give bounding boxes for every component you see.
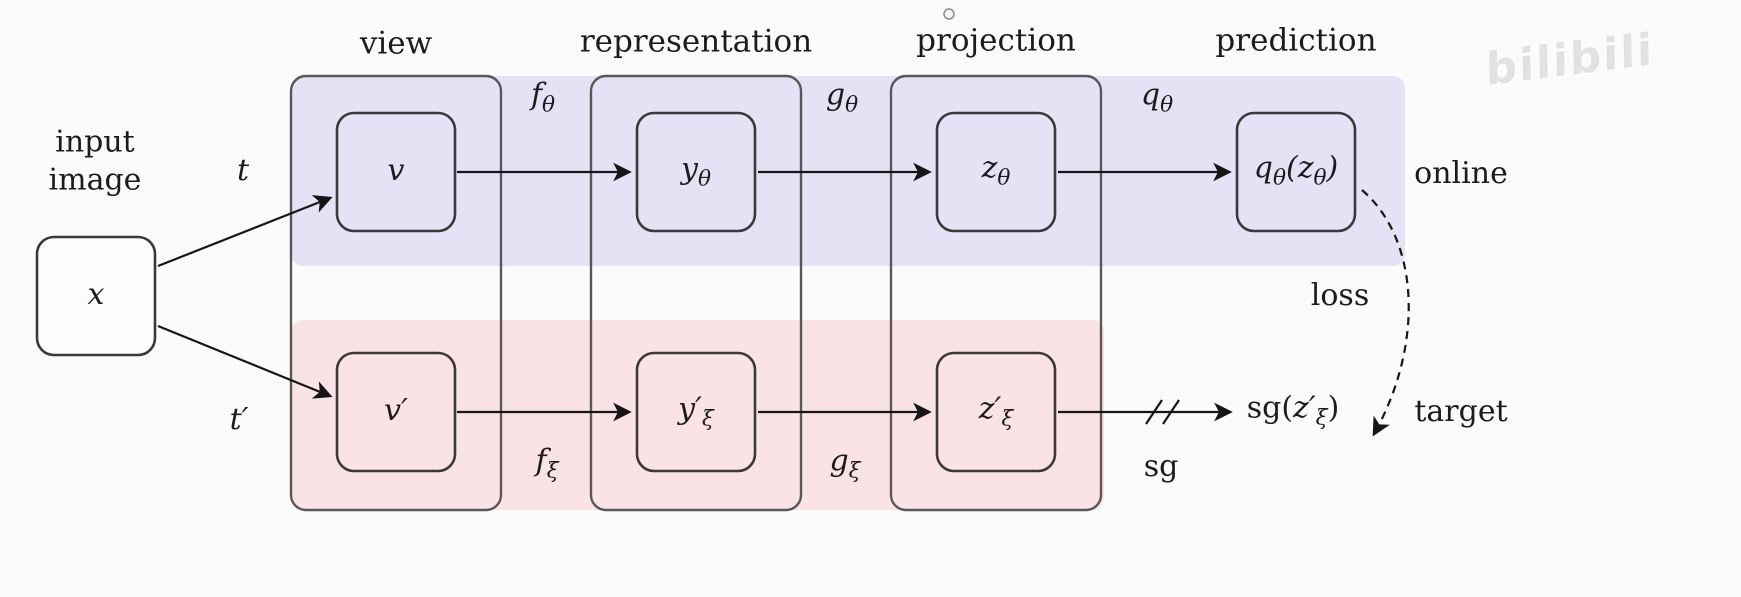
node-label-y-prime-xi: y′ξ bbox=[678, 391, 714, 432]
input-image-node-box bbox=[35, 235, 157, 357]
input-image-label: input image bbox=[49, 124, 142, 201]
representation-column-outline bbox=[589, 74, 803, 512]
header-prediction: prediction bbox=[1215, 22, 1377, 59]
edge-label-q-theta: qθ bbox=[1140, 77, 1174, 118]
node-label-sg-z-prime-xi: sg(z′ξ) bbox=[1246, 390, 1340, 431]
loss-dashed-arrow bbox=[1361, 189, 1410, 437]
node-label-y-theta: yθ bbox=[681, 151, 711, 192]
edge-label-g-theta: gθ bbox=[825, 77, 859, 118]
online-label: online bbox=[1414, 156, 1508, 191]
edge-label-f-theta: fθ bbox=[530, 77, 556, 118]
edge-label-t-prime: t′ bbox=[229, 402, 249, 437]
node-label-v: v bbox=[387, 153, 405, 188]
representation-online-node-box bbox=[635, 111, 757, 233]
target-label: target bbox=[1414, 394, 1508, 429]
edge-label-f-xi: fξ bbox=[535, 443, 559, 484]
stop-gradient-slash-1 bbox=[1145, 399, 1163, 425]
node-label-z-theta: zθ bbox=[981, 150, 1011, 191]
header-projection: projection bbox=[916, 22, 1076, 59]
input-image-label-line1: input bbox=[55, 124, 135, 160]
representation-target-node-box bbox=[635, 351, 757, 473]
input-image-label-line2: image bbox=[48, 163, 142, 198]
header-view: view bbox=[359, 25, 433, 62]
edge-label-t: t bbox=[236, 153, 250, 188]
projection-target-node-box bbox=[935, 351, 1057, 473]
arrow-x-to-v-prime bbox=[157, 324, 333, 399]
node-label-z-prime-xi: z′ξ bbox=[978, 391, 1014, 432]
view-target-node-box bbox=[335, 351, 457, 473]
arrow-x-to-v bbox=[157, 195, 333, 268]
projection-column-outline bbox=[889, 74, 1103, 512]
node-label-v-prime: v′ bbox=[384, 393, 408, 428]
decorative-dot bbox=[943, 8, 955, 20]
edge-label-sg: sg bbox=[1143, 449, 1179, 484]
prediction-online-node-box bbox=[1235, 111, 1357, 233]
projection-online-node-box bbox=[935, 111, 1057, 233]
view-online-node-box bbox=[335, 111, 457, 233]
header-representation: representation bbox=[579, 23, 813, 60]
view-column-outline bbox=[289, 74, 503, 512]
node-label-x: x bbox=[87, 277, 105, 312]
loss-label: loss bbox=[1310, 278, 1370, 313]
edge-label-g-xi: gξ bbox=[829, 443, 861, 484]
stop-gradient-slash-2 bbox=[1162, 399, 1180, 425]
node-label-q-theta-z-theta: qθ(zθ) bbox=[1253, 150, 1339, 191]
